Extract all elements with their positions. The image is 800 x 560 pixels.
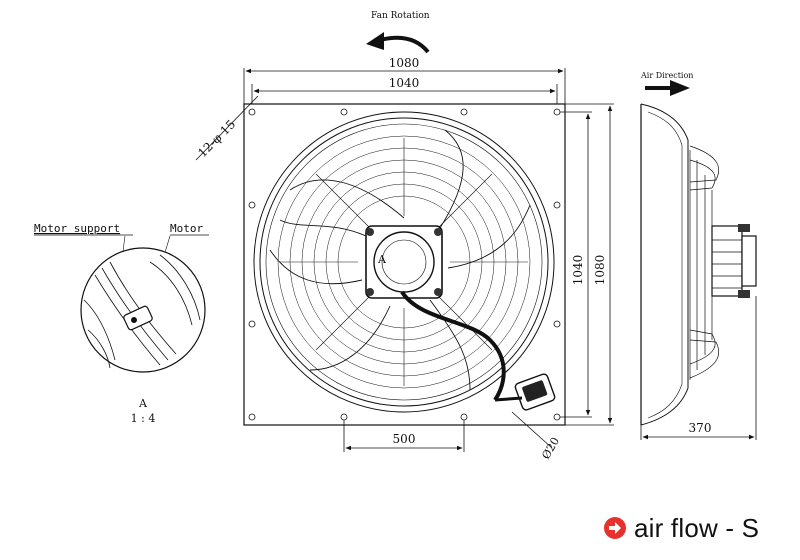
- detail-letter: A: [138, 397, 148, 410]
- dim-overall-height: 1080: [593, 255, 607, 286]
- dim-bottom-spacing: 500: [393, 432, 416, 446]
- fan-rotation-indicator: Fan Rotation: [366, 11, 430, 54]
- dim-hole-spacing-width: 1040: [389, 76, 420, 90]
- side-view: Air Direction: [640, 71, 757, 440]
- front-view: 1080 1040 12-φ 15: [195, 56, 614, 462]
- detail-a-view: Motor support Motor A 1 : 4: [34, 222, 209, 425]
- hub-letter: A: [377, 253, 387, 266]
- air-direction-label: Air Direction: [640, 71, 693, 80]
- air-flow-label: air flow - S: [634, 512, 760, 543]
- dim-hole-spacing-height: 1040: [571, 255, 585, 286]
- curved-arrow-icon: [366, 32, 430, 54]
- arrow-circle-icon: [604, 517, 626, 539]
- detail-scale: 1 : 4: [131, 412, 156, 425]
- dim-overall-width: 1080: [389, 56, 420, 70]
- cable-diameter-label: Ø20: [539, 435, 562, 461]
- holes-label: 12-φ 15: [195, 117, 238, 160]
- dim-depth: 370: [689, 421, 712, 435]
- fan-rotation-label: Fan Rotation: [371, 11, 430, 21]
- right-arrow-icon: [645, 80, 690, 96]
- motor-label: Motor: [170, 222, 203, 235]
- motor-support-label: Motor support: [34, 222, 120, 235]
- air-flow-legend: air flow - S: [604, 513, 759, 543]
